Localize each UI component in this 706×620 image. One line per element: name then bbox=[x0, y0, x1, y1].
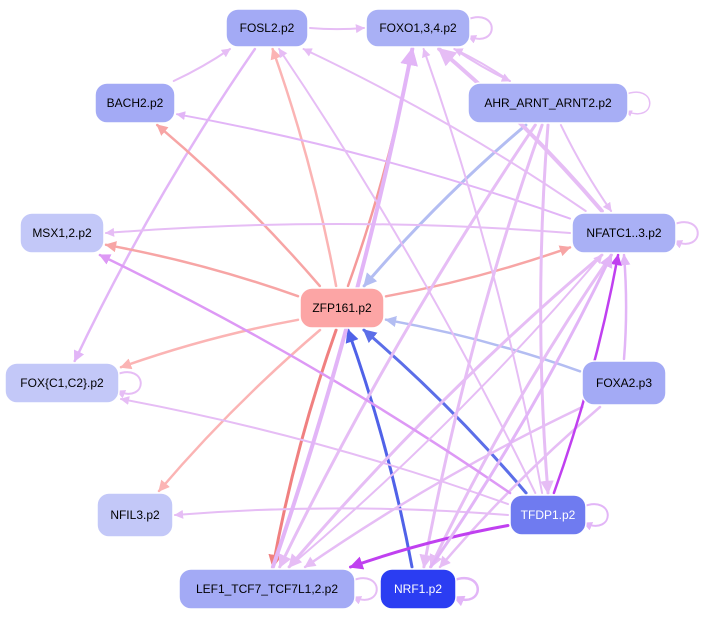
edge-bach2-to-fosl2 bbox=[172, 48, 231, 82]
edge-zfp161-to-msx12 bbox=[104, 241, 300, 298]
edge-tfdp1-to-lef1 bbox=[349, 524, 510, 570]
edge-zfp161-to-fosl2 bbox=[270, 47, 338, 288]
node-label: MSX1,2.p2 bbox=[32, 226, 92, 240]
node-label: TFDP1.p2 bbox=[521, 508, 576, 522]
node-bach2[interactable]: BACH2.p2 bbox=[94, 82, 176, 124]
edge-ahr-to-nfatc13 bbox=[559, 124, 613, 212]
node-ahr[interactable]: AHR_ARNT_ARNT2.p2 bbox=[467, 82, 629, 124]
node-box bbox=[509, 494, 587, 536]
node-box bbox=[581, 360, 667, 406]
node-box bbox=[96, 492, 174, 538]
node-label: ZFP161.p2 bbox=[312, 301, 372, 315]
edge-nfatc13-to-lef1 bbox=[287, 253, 604, 569]
node-foxa2[interactable]: FOXA2.p3 bbox=[581, 360, 667, 406]
edge-zfp161-to-bach2 bbox=[155, 123, 322, 288]
edge-ahr-to-lef1 bbox=[278, 123, 537, 569]
edge-foxc1c2-to-foxc1c2 bbox=[114, 371, 142, 399]
node-label: NFATC1..3.p2 bbox=[586, 226, 661, 240]
node-nfil3[interactable]: NFIL3.p2 bbox=[96, 492, 174, 538]
edge-tfdp1-to-foxc1c2 bbox=[120, 396, 509, 506]
node-nrf1[interactable]: NRF1.p2 bbox=[379, 568, 457, 610]
edge-nrf1-to-zfp161 bbox=[345, 328, 414, 569]
edge-foxa2-to-nfatc13 bbox=[619, 253, 631, 361]
node-box bbox=[571, 212, 677, 254]
node-box bbox=[225, 8, 309, 48]
node-foxo134[interactable]: FOXO1,3,4.p2 bbox=[365, 8, 471, 48]
edges-layer bbox=[73, 16, 699, 607]
edge-lef1-to-nfatc13 bbox=[288, 254, 603, 568]
edge-zfp161-to-nfatc13 bbox=[384, 245, 572, 298]
node-lef1[interactable]: LEF1_TCF7_TCF7L1,2.p2 bbox=[178, 568, 356, 610]
edge-tfdp1-to-nfil3 bbox=[174, 507, 509, 519]
node-box bbox=[94, 82, 176, 124]
node-label: NFIL3.p2 bbox=[110, 508, 160, 522]
edge-zfp161-to-foxc1c2 bbox=[119, 318, 300, 370]
edge-tfdp1-to-fosl2 bbox=[278, 48, 537, 494]
edge-nrf1-to-nrf1 bbox=[450, 577, 479, 607]
edge-ahr-to-foxo134 bbox=[453, 48, 511, 82]
node-label: BACH2.p2 bbox=[107, 96, 164, 110]
node-label: NRF1.p2 bbox=[394, 582, 442, 596]
edge-zfp161-to-lef1 bbox=[268, 328, 338, 569]
edge-foxo134-to-foxo134 bbox=[465, 16, 493, 44]
node-label: FOXO1,3,4.p2 bbox=[379, 21, 457, 35]
edge-nfatc13-to-fosl2 bbox=[302, 48, 587, 212]
edge-tfdp1-to-tfdp1 bbox=[581, 503, 609, 531]
node-box bbox=[299, 287, 385, 329]
node-label: FOSL2.p2 bbox=[240, 21, 295, 35]
node-label: LEF1_TCF7_TCF7L1,2.p2 bbox=[196, 582, 338, 596]
node-label: AHR_ARNT_ARNT2.p2 bbox=[484, 96, 612, 110]
edge-fosl2-to-foxo134 bbox=[309, 24, 365, 34]
edge-nfatc13-to-msx12 bbox=[105, 223, 571, 237]
edge-zfp161-to-foxo134 bbox=[346, 47, 416, 288]
edge-foxa2-to-nrf1 bbox=[438, 405, 602, 569]
edge-tfdp1-to-zfp161 bbox=[362, 328, 528, 495]
edge-zfp161-to-nfil3 bbox=[157, 328, 322, 493]
node-box bbox=[379, 568, 457, 610]
edge-nfatc13-to-nrf1 bbox=[429, 253, 613, 569]
edge-nrf1-to-nfatc13 bbox=[429, 253, 613, 569]
node-zfp161[interactable]: ZFP161.p2 bbox=[299, 287, 385, 329]
node-box bbox=[4, 362, 120, 404]
node-box bbox=[365, 8, 471, 48]
node-box bbox=[467, 82, 629, 124]
edge-tfdp1-to-msx12 bbox=[98, 253, 512, 495]
edge-tfdp1-to-foxo134 bbox=[422, 48, 544, 494]
edge-nfatc13-to-nfatc13 bbox=[671, 221, 699, 249]
node-tfdp1[interactable]: TFDP1.p2 bbox=[509, 494, 587, 536]
node-foxc1c2[interactable]: FOX{C1,C2}.p2 bbox=[4, 362, 120, 404]
edge-fosl2-to-foxc1c2 bbox=[73, 47, 257, 363]
edge-nfatc13-to-bach2 bbox=[176, 111, 571, 220]
node-label: FOXA2.p3 bbox=[596, 376, 652, 390]
edge-ahr-to-tfdp1 bbox=[539, 123, 554, 495]
node-fosl2[interactable]: FOSL2.p2 bbox=[225, 8, 309, 48]
edge-nfatc13-to-foxo134 bbox=[437, 47, 604, 213]
edge-ahr-to-ahr bbox=[623, 91, 651, 117]
edge-lef1-to-lef1 bbox=[350, 577, 378, 605]
node-nfatc13[interactable]: NFATC1..3.p2 bbox=[571, 212, 677, 254]
node-msx12[interactable]: MSX1,2.p2 bbox=[19, 212, 105, 254]
node-label: FOX{C1,C2}.p2 bbox=[20, 376, 104, 390]
edge-ahr-to-nrf1 bbox=[419, 123, 544, 569]
node-box bbox=[19, 212, 105, 254]
node-box bbox=[178, 568, 356, 610]
edge-ahr-to-zfp161 bbox=[362, 123, 528, 288]
